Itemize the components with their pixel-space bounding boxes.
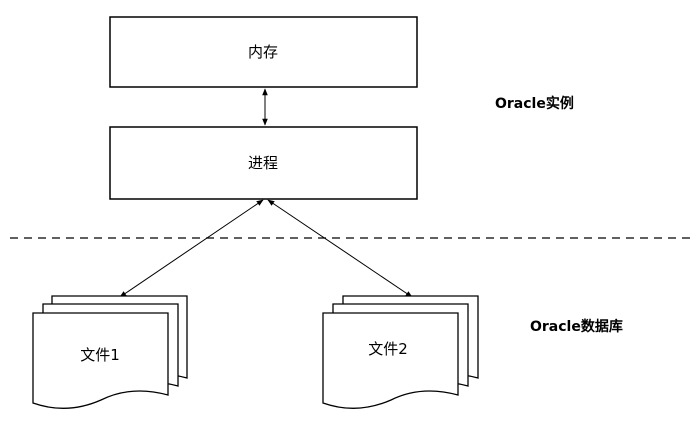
oracle-instance-label: Oracle实例 <box>495 95 574 112</box>
oracle-database-label: Oracle数据库 <box>530 318 623 335</box>
process-file1-arrow <box>119 199 264 298</box>
memory-box: 内存 <box>109 16 418 88</box>
file2-stack: 文件2 <box>322 295 479 409</box>
file1-stack: 文件1 <box>32 295 188 409</box>
memory-label: 内存 <box>248 43 278 61</box>
process-file2-arrow <box>267 199 413 298</box>
process-label: 进程 <box>248 154 278 172</box>
file1-label: 文件1 <box>80 346 120 364</box>
file2-label: 文件2 <box>368 340 408 358</box>
process-box: 进程 <box>109 126 418 200</box>
